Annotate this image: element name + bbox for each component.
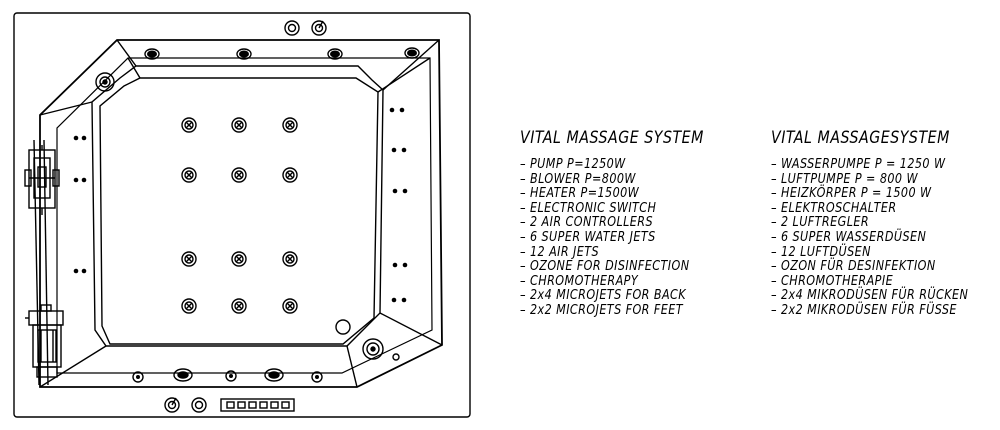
spec-title-german: VITAL MASSAGESYSTEM [771, 128, 950, 147]
pump-unit [25, 304, 64, 378]
ledge-line [379, 312, 443, 346]
ledge-line [346, 345, 358, 388]
spec-item: – OZON FÜR DESINFEKTION [771, 259, 936, 275]
rim-jets-bottom [132, 368, 323, 383]
spec-item: – OZONE FOR DISINFECTION [520, 259, 690, 275]
ledge-line [39, 345, 107, 388]
blower-unit [24, 145, 60, 215]
air-jet [282, 117, 298, 133]
ledge-line [116, 39, 137, 67]
air-jet [231, 251, 247, 267]
top-controls [284, 20, 327, 36]
air-jet [181, 251, 197, 267]
spec-item: – 2x4 MIKRODÜSEN FÜR RÜCKEN [771, 288, 969, 304]
spec-item: – 12 LUFTDÜSEN [771, 244, 871, 260]
rim-jets-bottom-centers [136, 374, 319, 379]
floor-air-jets [181, 117, 298, 314]
spec-item: – 6 SUPER WASSERDÜSEN [771, 229, 927, 245]
microjets-right [389, 107, 408, 303]
air-jet [231, 167, 247, 183]
corner-jet-upper-left [95, 72, 115, 92]
ledge-line [377, 57, 431, 93]
air-jet [282, 251, 298, 267]
spec-item: – ELEKTROSCHALTER [771, 200, 897, 216]
spec-title-english: VITAL MASSAGE SYSTEM [520, 128, 704, 147]
corner-jet-lower-right [362, 338, 384, 360]
air-jet [231, 117, 247, 133]
spec-item: – 2x4 MICROJETS FOR BACK [520, 288, 687, 304]
air-jet [181, 298, 197, 314]
spec-item: – 12 AIR JETS [520, 244, 600, 260]
rim-jets-top [147, 49, 417, 58]
air-jet [282, 167, 298, 183]
spec-item: – CHROMOTHERAPY [520, 273, 639, 289]
ledge-line [39, 101, 93, 116]
ledge-line [127, 57, 141, 79]
air-jet [181, 167, 197, 183]
air-jet [181, 117, 197, 133]
electronic-switch-panel [220, 398, 295, 412]
ledge-line [382, 39, 440, 91]
air-jet [231, 298, 247, 314]
small-jet-lower-right [392, 353, 400, 361]
spec-item: – 2 AIR CONTROLLERS [520, 215, 654, 231]
spec-item: – 2x2 MIKRODÜSEN FÜR FÜSSE [771, 302, 957, 318]
air-jet [282, 298, 298, 314]
spec-item: – 6 SUPER WATER JETS [520, 229, 656, 245]
pipe-line [43, 139, 49, 386]
spec-list-german: VITAL MASSAGESYSTEM – WASSERPUMPE P = 12… [771, 128, 968, 319]
drain [335, 319, 351, 335]
spec-item: – BLOWER P=800W [520, 171, 636, 187]
bottom-controls [164, 397, 207, 413]
spec-item: – CHROMOTHERAPIE [771, 273, 894, 289]
tub-outer-frame [13, 12, 471, 418]
spec-item: – PUMP P=1250W [520, 157, 626, 172]
spec-item: – HEATER P=1500W [520, 186, 640, 202]
spec-item: – ELECTRONIC SWITCH [520, 200, 657, 216]
rim-jets-top-rings [144, 47, 420, 60]
spec-item: – WASSERPUMPE P = 1250 W [771, 157, 946, 172]
spec-list-english: VITAL MASSAGE SYSTEM – PUMP P=1250W – BL… [520, 128, 704, 319]
microjets-left [73, 135, 87, 274]
spec-item: – HEIZKÖRPER P = 1500 W [771, 186, 932, 202]
tub-basin-bottom-border [99, 77, 379, 345]
spec-item: – 2 LUFTREGLER [771, 215, 870, 231]
spec-item: – 2x2 MICROJETS FOR FEET [520, 302, 683, 318]
spec-item: – LUFTPUMPE P = 800 W [771, 171, 918, 187]
